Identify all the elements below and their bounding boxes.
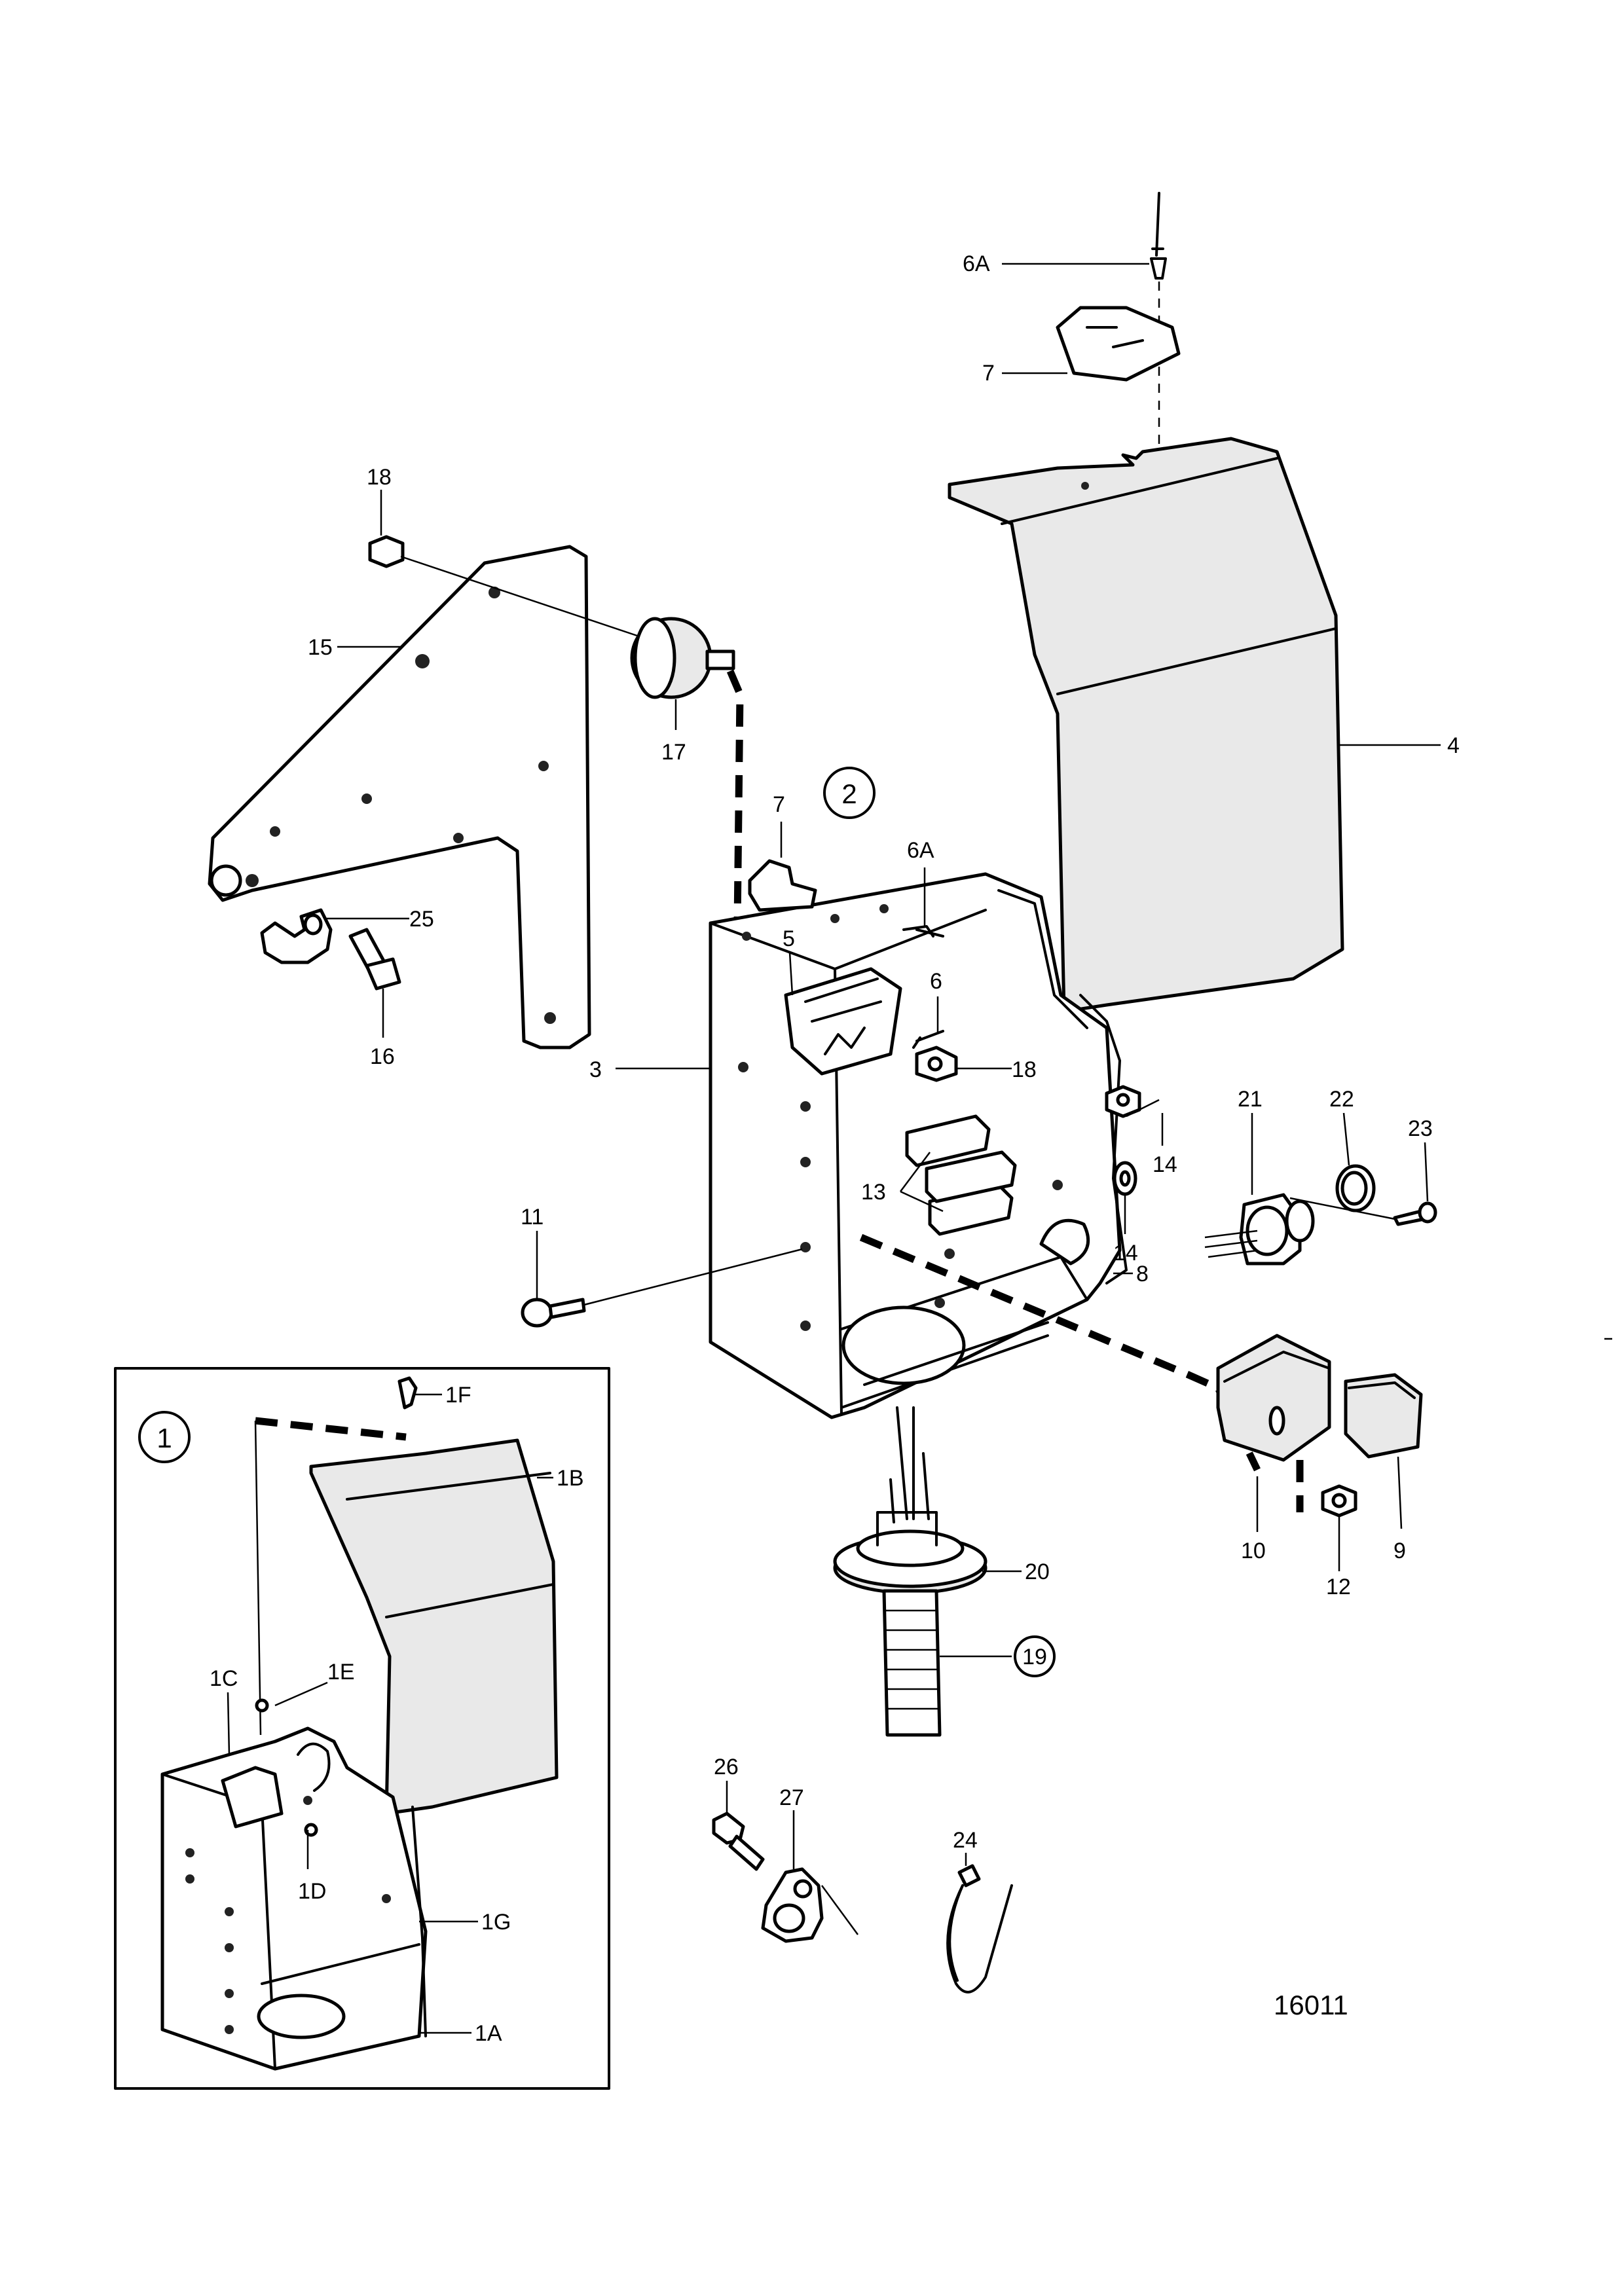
nut-18-top [368,535,646,640]
leader-lines [227,263,1441,2034]
ring-22 [1335,1164,1376,1212]
label-27: 27 [779,1785,804,1810]
detail-circle-2: 2 [823,767,876,819]
seal-8 [1079,994,1128,1285]
label-18-top: 18 [367,465,392,490]
cover-4 [948,437,1344,1013]
label-12: 12 [1326,1575,1351,1599]
clip-7-top [1056,306,1181,382]
nut-12 [1321,1484,1357,1518]
bolt-16 [348,928,401,991]
label-3: 3 [589,1057,602,1082]
label-22: 22 [1329,1087,1354,1112]
relay-socket-10 [1216,1334,1331,1462]
label-10: 10 [1241,1539,1266,1563]
label-6a-top: 6A [963,251,990,276]
label-18-mid: 18 [1012,1057,1037,1082]
dashed-line-17 [726,669,744,983]
inset-panel-1: 1 [114,1367,610,2090]
relays-13 [905,1114,1017,1236]
drawing-number: 16011 [1274,1990,1348,2020]
label-21: 21 [1238,1087,1263,1112]
detail-number-2: 2 [841,778,857,809]
label-19: 19 [1022,1645,1047,1669]
screw-23 [1289,1197,1437,1226]
label-7-top: 7 [982,361,995,386]
label-15: 15 [308,635,333,660]
clamp-25 [260,908,333,964]
label-1f: 1F [445,1383,471,1408]
label-26: 26 [714,1755,739,1779]
label-11: 11 [521,1205,544,1230]
pin-6 [912,1030,944,1049]
label-16: 16 [370,1044,395,1069]
label-23: 23 [1408,1116,1433,1141]
grommet-20 [833,1511,987,1595]
label-17: 17 [661,740,686,765]
pin-6a-mid [902,925,944,938]
screw-11 [521,1248,803,1328]
label-19-circle [1014,1635,1056,1677]
cable-tie-24 [946,1864,1013,1994]
label-25: 25 [409,907,434,932]
label-1d: 1D [298,1879,326,1904]
label-9: 9 [1393,1539,1406,1563]
cable-19 [882,1589,942,1737]
cable-wires [889,1406,930,1523]
label-5: 5 [783,926,795,951]
fuse-holder-5 [784,967,902,1076]
clamp-27 [761,1867,859,1943]
label-1b: 1B [557,1466,584,1491]
detail-number-1: 1 [157,1423,172,1453]
label-14-a: 14 [1153,1152,1177,1177]
clip-7-mid [748,859,817,912]
label-6: 6 [930,969,942,994]
connector-21 [1204,1193,1315,1266]
label-14-b: 14 [1113,1241,1138,1266]
label-13: 13 [861,1180,886,1205]
label-1e: 1E [327,1660,355,1685]
part-labels: 6A 7 18 15 17 4 7 6A 5 6 25 16 3 18 21 2… [210,251,1460,2046]
label-4: 4 [1447,733,1460,758]
rivet-6a-top [1150,192,1167,471]
label-24: 24 [953,1828,978,1853]
bolt-26 [712,1812,765,1871]
label-20: 20 [1025,1559,1050,1584]
bracket-15 [208,545,591,1049]
label-7-mid: 7 [773,792,785,817]
rubber-mount-17 [630,617,735,699]
label-8: 8 [1136,1262,1149,1286]
nut-18-mid [915,1046,958,1082]
label-1g: 1G [481,1910,511,1935]
label-6a-mid: 6A [907,838,934,863]
label-1c: 1C [210,1666,238,1691]
label-1a: 1A [475,2021,502,2046]
relay-9 [1344,1373,1423,1459]
